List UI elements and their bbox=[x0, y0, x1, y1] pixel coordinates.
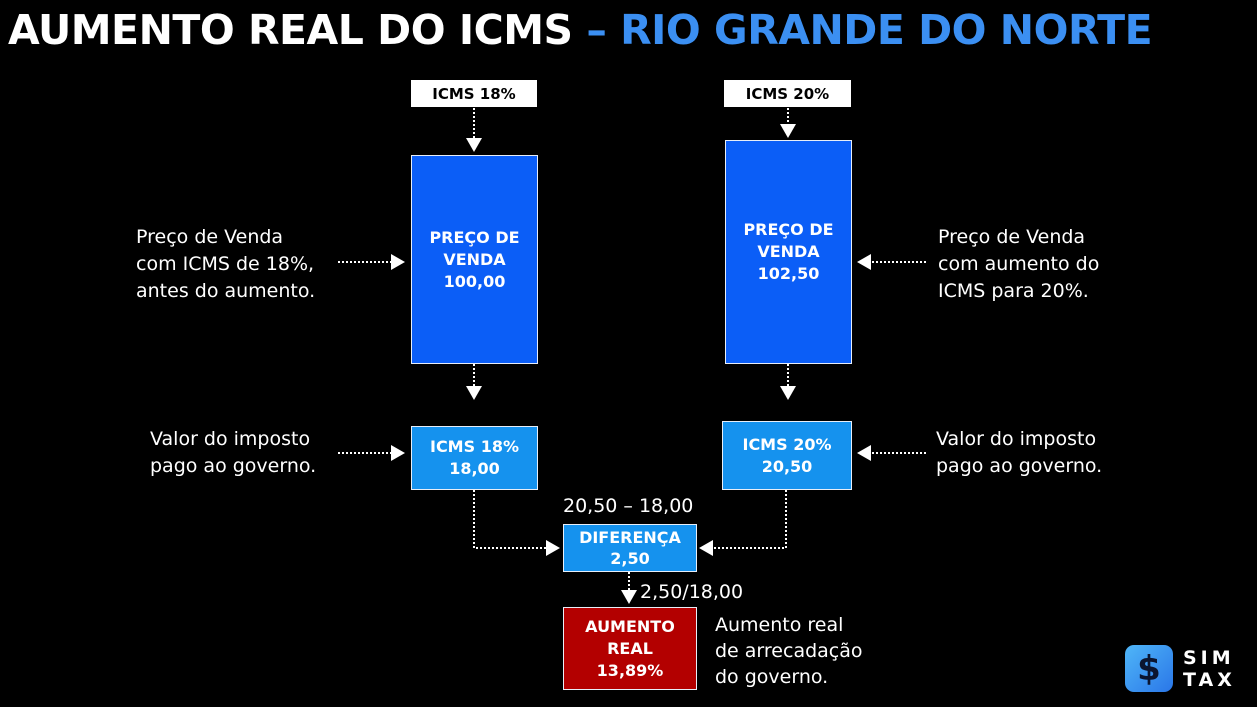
title-main: AUMENTO REAL DO ICMS bbox=[8, 6, 573, 54]
note-line: Valor do imposto bbox=[150, 428, 311, 450]
tag-icms-18: ICMS 18% bbox=[411, 80, 537, 107]
dollar-icon: $ bbox=[1125, 645, 1173, 692]
difference-formula: 20,50 – 18,00 bbox=[563, 495, 694, 517]
note-line: pago ao governo. bbox=[936, 455, 1103, 477]
note-line: Preço de Venda bbox=[938, 226, 1086, 248]
tax-value: 18,00 bbox=[449, 459, 500, 478]
result-label: AUMENTO bbox=[585, 616, 675, 636]
result-label: REAL bbox=[607, 638, 653, 658]
note-line: Preço de Venda bbox=[136, 226, 284, 248]
result-box: AUMENTO REAL 13,89% bbox=[563, 607, 697, 690]
note-line: pago ao governo. bbox=[150, 455, 317, 477]
price-value: 100,00 bbox=[443, 271, 506, 291]
tax-note-18: Valor do imposto pago ao governo. bbox=[150, 426, 316, 480]
difference-value: 2,50 bbox=[610, 549, 650, 568]
tax-value: 20,50 bbox=[761, 456, 813, 476]
price-box-20: PREÇO DE VENDA 102,50 bbox=[725, 140, 852, 364]
logo-line: SIM bbox=[1183, 646, 1235, 669]
tax-box-18: ICMS 18% 18,00 bbox=[411, 426, 538, 490]
price-note-20: Preço de Venda com aumento do ICMS para … bbox=[938, 224, 1099, 305]
price-label: PREÇO DE bbox=[429, 227, 520, 247]
price-box-18: PREÇO DE VENDA 100,00 bbox=[411, 155, 538, 364]
tax-note-20: Valor do imposto pago ao governo. bbox=[936, 426, 1102, 480]
page-title: AUMENTO REAL DO ICMS – RIO GRANDE DO NOR… bbox=[8, 6, 1153, 54]
logo-wordmark: SIM TAX bbox=[1183, 647, 1236, 691]
note-line: de arrecadação bbox=[715, 640, 863, 662]
tax-box-20: ICMS 20% 20,50 bbox=[722, 421, 852, 490]
title-state: – RIO GRANDE DO NORTE bbox=[586, 6, 1153, 54]
note-line: Valor do imposto bbox=[936, 428, 1097, 450]
arrow-tax20-to-diff bbox=[699, 490, 787, 556]
note-line: antes do aumento. bbox=[136, 280, 316, 302]
tax-label: ICMS 20% bbox=[742, 434, 832, 454]
note-line: com aumento do bbox=[938, 253, 1100, 275]
price-value: 102,50 bbox=[757, 264, 820, 283]
arrow-tax18-to-diff bbox=[473, 490, 560, 556]
note-line: Aumento real bbox=[715, 614, 844, 636]
price-note-18: Preço de Venda com ICMS de 18%, antes do… bbox=[136, 224, 315, 305]
result-value: 13,89% bbox=[596, 660, 664, 680]
logo-line: TAX bbox=[1183, 668, 1236, 691]
difference-label: DIFERENÇA bbox=[579, 528, 681, 547]
price-label: PREÇO DE bbox=[743, 220, 834, 239]
simtax-logo: $ SIM TAX bbox=[1125, 645, 1236, 692]
price-label: VENDA bbox=[757, 242, 820, 261]
tag-icms-20: ICMS 20% bbox=[724, 80, 851, 107]
difference-box: DIFERENÇA 2,50 bbox=[563, 524, 697, 572]
result-note: Aumento real de arrecadação do governo. bbox=[715, 612, 863, 690]
note-line: ICMS para 20%. bbox=[938, 280, 1089, 302]
note-line: com ICMS de 18%, bbox=[136, 253, 315, 275]
note-line: do governo. bbox=[715, 666, 829, 688]
price-label: VENDA bbox=[443, 249, 506, 269]
tax-label: ICMS 18% bbox=[429, 437, 519, 456]
result-formula: 2,50/18,00 bbox=[640, 581, 744, 603]
